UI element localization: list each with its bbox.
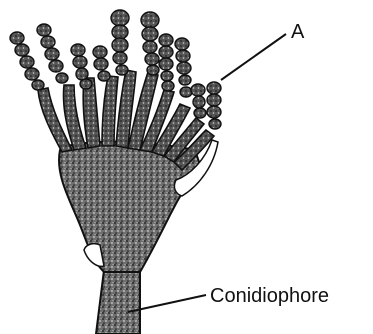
label-conidiophore: Conidiophore: [210, 285, 329, 307]
vesicle-blob: [84, 244, 104, 267]
label-a: A: [291, 21, 305, 43]
conidiophore-stalk: [96, 270, 140, 334]
label-a-pointer: [221, 34, 286, 80]
